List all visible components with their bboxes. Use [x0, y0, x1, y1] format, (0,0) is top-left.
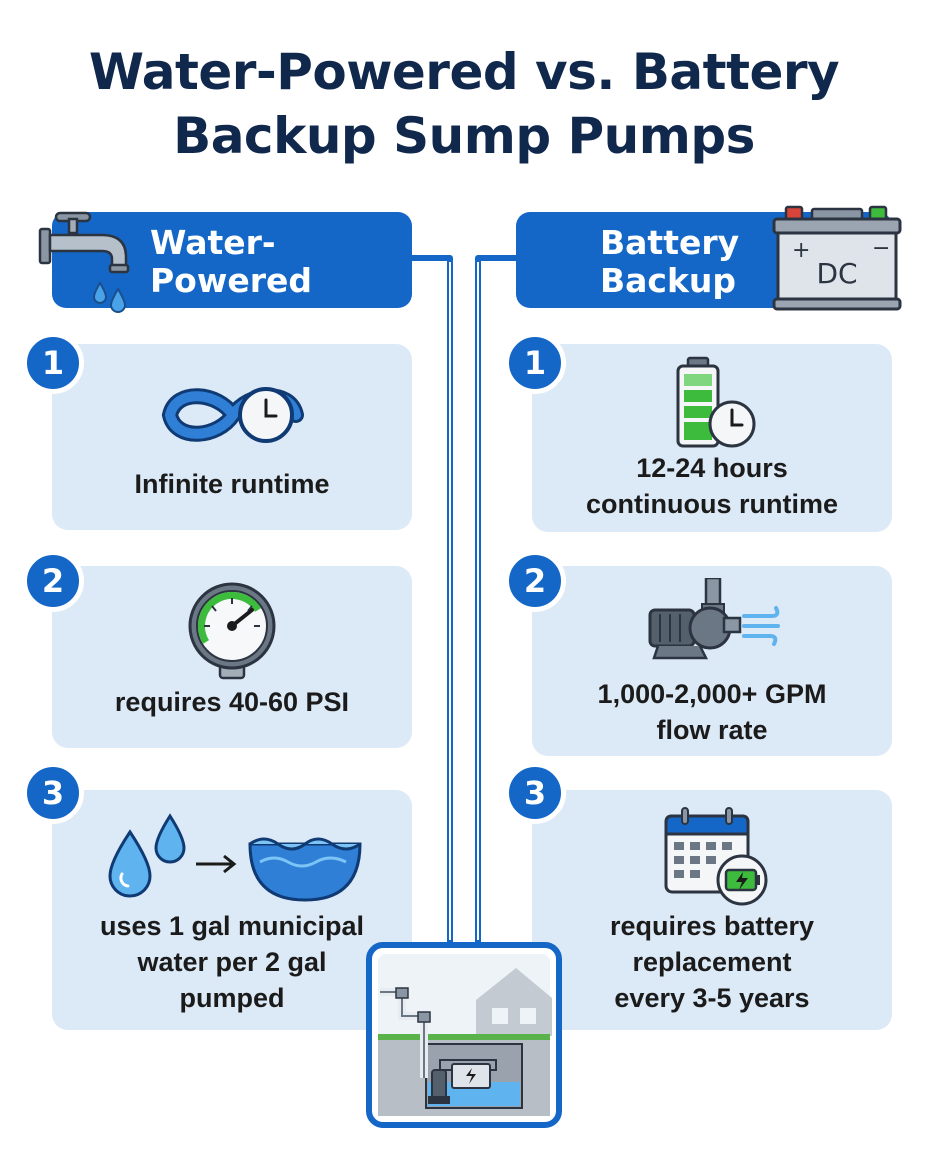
- water-powered-header: Water- Powered: [52, 212, 412, 308]
- water-powered-item-3-text: uses 1 gal municipal water per 2 gal pum…: [99, 911, 365, 1013]
- battery-backup-header-line-1: Battery: [600, 223, 740, 262]
- water-powered-item-2: requires 40-60 PSI: [52, 566, 412, 748]
- title-line-2: Backup Sump Pumps: [173, 107, 755, 165]
- battery-backup-item-1-text: 12-24 hours continuous runtime: [586, 453, 838, 519]
- battery-backup-item-1: 12-24 hours continuous runtime: [532, 344, 892, 532]
- water-powered-item-2-number: 2: [22, 550, 84, 612]
- water-powered-item-2-text: requires 40-60 PSI: [114, 687, 350, 717]
- battery-backup-item-2: 1,000-2,000+ GPM flow rate: [532, 566, 892, 756]
- title-line-1: Water-Powered vs. Battery: [88, 43, 840, 101]
- calendar-battery-icon: [664, 807, 768, 906]
- battery-backup-item-2-number: 2: [504, 550, 566, 612]
- battery-backup-item-3-text: requires battery replacement every 3-5 y…: [609, 911, 815, 1013]
- battery-backup-item-3: requires battery replacement every 3-5 y…: [532, 790, 892, 1030]
- faucet-icon: [38, 211, 130, 313]
- dc-battery-icon: + − DC: [772, 205, 902, 311]
- battery-clock-icon: [676, 356, 756, 448]
- sump-pit-scene-icon: [366, 942, 562, 1128]
- water-powered-item-3: uses 1 gal municipal water per 2 gal pum…: [52, 790, 412, 1030]
- battery-backup-item-1-number: 1: [504, 332, 566, 394]
- pressure-gauge-icon: [188, 582, 276, 680]
- water-powered-item-1: Infinite runtime: [52, 344, 412, 530]
- infinity-clock-icon: [161, 387, 304, 443]
- svg-text:−: −: [872, 236, 890, 261]
- water-drops-to-basin-icon: [108, 813, 362, 902]
- battery-backup-item-3-number: 3: [504, 762, 566, 824]
- page-title: Water-Powered vs. Battery Backup Sump Pu…: [0, 40, 928, 168]
- water-powered-item-1-text: Infinite runtime: [134, 469, 330, 499]
- pump-flow-icon: [648, 578, 780, 660]
- water-powered-header-line-2: Powered: [150, 261, 313, 300]
- water-powered-item-3-number: 3: [22, 762, 84, 824]
- battery-backup-header-line-2: Backup: [600, 261, 737, 300]
- svg-text:+: +: [792, 238, 810, 263]
- battery-backup-item-2-text: 1,000-2,000+ GPM flow rate: [597, 679, 827, 745]
- water-powered-item-1-number: 1: [22, 332, 84, 394]
- battery-label: DC: [816, 257, 857, 290]
- water-powered-header-line-1: Water-: [150, 223, 276, 262]
